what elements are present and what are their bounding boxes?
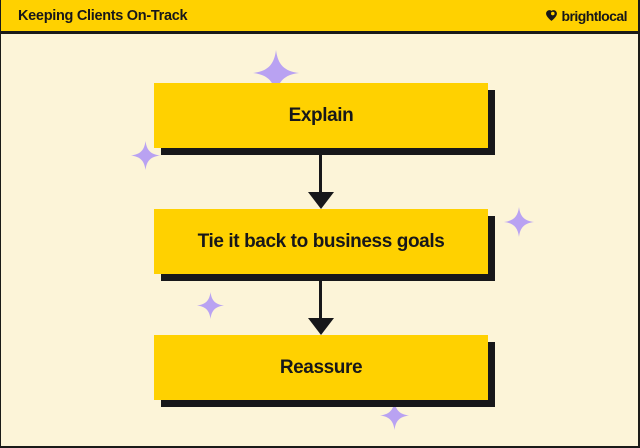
sparkle-top-center-icon [253, 50, 299, 96]
arrow-head-icon [308, 318, 334, 335]
arrow-shaft [319, 281, 322, 319]
flow-node-label: Reassure [279, 356, 363, 378]
header-bar: Keeping Clients On-Track brightlocal [1, 0, 638, 34]
page-title: Keeping Clients On-Track [18, 7, 188, 24]
sparkle-left-lower-icon [197, 292, 224, 319]
flow-arrow-tie-back-to-reassure [308, 281, 334, 335]
heart-pin-icon [546, 10, 558, 21]
brand-logo: brightlocal [545, 7, 628, 24]
flow-node-reassure: Reassure [154, 335, 495, 407]
sparkle-bottom-center-icon [380, 401, 409, 430]
flow-node-tie-back: Tie it back to business goals [154, 209, 495, 281]
arrow-shaft [319, 155, 322, 193]
flow-node-face: Reassure [154, 335, 488, 400]
arrow-head-icon [308, 192, 334, 209]
flow-node-explain: Explain [154, 83, 495, 155]
flow-node-label: Tie it back to business goals [197, 230, 445, 252]
sparkle-right-middle-icon [504, 207, 534, 237]
flow-node-label: Explain [288, 104, 354, 126]
flow-node-face: Explain [154, 83, 488, 148]
flow-node-face: Tie it back to business goals [154, 209, 488, 274]
flow-arrow-explain-to-tie-back [308, 155, 334, 209]
brand-name: brightlocal [561, 7, 627, 24]
sparkle-left-upper-icon [131, 141, 160, 170]
